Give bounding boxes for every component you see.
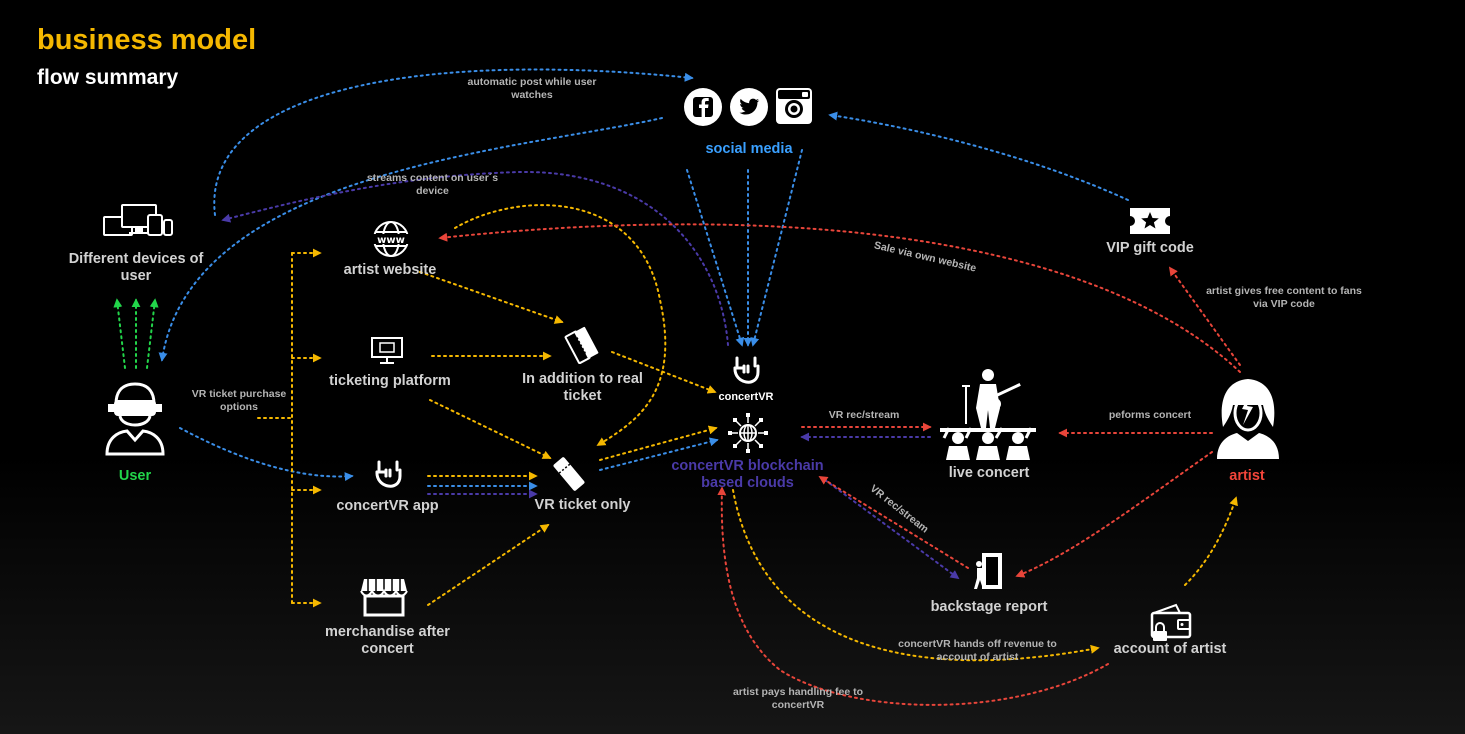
backstage-door-icon xyxy=(974,553,1002,589)
label-handling-fee: artist pays handling fee to concertVR xyxy=(732,686,864,711)
edge-auto-post xyxy=(213,68,694,216)
node-vip-gift-code: VIP gift code xyxy=(1106,240,1194,256)
node-vr-ticket-only: VR ticket only xyxy=(534,497,631,513)
node-concertvr-app: concertVR app xyxy=(336,498,439,514)
node-blockchain-cloud: concertVR blockchain based clouds xyxy=(671,458,824,492)
twitter-icon[interactable] xyxy=(729,87,769,127)
facebook-icon[interactable] xyxy=(683,87,723,127)
node-backstage-report: backstage report xyxy=(930,599,1048,615)
node-live-concert: live concert xyxy=(948,465,1030,481)
edge-vr-to-cloud-yellow xyxy=(599,425,718,461)
node-devices: Different devices of user xyxy=(68,251,204,285)
edge-ticketing-to-vr xyxy=(429,399,552,459)
label-auto-post: automatic post while user watches xyxy=(467,76,597,101)
store-icon[interactable] xyxy=(360,577,408,617)
concertvr-logo-icon xyxy=(733,356,760,384)
edge-fb-to-cloud xyxy=(686,169,745,347)
edge-handling-fee xyxy=(717,486,1109,706)
node-social-media: social media xyxy=(705,141,793,157)
edge-website-to-real xyxy=(419,271,564,324)
edge-vip-to-social xyxy=(828,111,1129,201)
node-real-ticket: In addition to real ticket xyxy=(522,371,643,405)
edge-account-to-artist xyxy=(1184,496,1238,586)
edge-backstage-to-cloud xyxy=(818,476,969,569)
node-artist: artist xyxy=(1229,468,1265,484)
edge-hands-off xyxy=(732,489,1100,662)
edge-purchase-trunk xyxy=(257,252,293,604)
edge-cloud-to-backstage-purple xyxy=(824,479,960,580)
monitor-ticket-icon[interactable] xyxy=(370,336,404,366)
edge-cloud-to-devices xyxy=(221,170,729,346)
edge-social-to-user xyxy=(158,117,663,362)
edge-vrticket-to-cloud-blue xyxy=(599,437,719,471)
label-streams-content: streams content on user´s device xyxy=(366,172,499,197)
node-merchandise: merchandise after concert xyxy=(325,624,450,658)
node-user: User xyxy=(118,468,152,484)
concertvr-logo-text: concertVR xyxy=(718,391,774,403)
vip-ticket-icon[interactable] xyxy=(1128,206,1172,236)
www-icon[interactable]: www xyxy=(372,220,410,258)
edge-user-devices-3 xyxy=(146,298,159,369)
edge-real-to-cloud xyxy=(611,351,717,394)
instagram-icon[interactable] xyxy=(775,87,813,125)
label-hands-off-revenue: concertVR hands off revenue to account o… xyxy=(898,638,1057,663)
vr-ticket-icon xyxy=(553,457,585,491)
node-account-of-artist: account of artist xyxy=(1113,641,1227,657)
vr-user-icon xyxy=(105,382,165,456)
artist-icon xyxy=(1217,379,1279,459)
edge-ig-to-cloud xyxy=(750,149,803,347)
page-subtitle: flow summary xyxy=(37,66,179,89)
edge-sale-own-website xyxy=(438,223,1241,373)
double-ticket-icon xyxy=(564,326,599,364)
label-vr-rec-stream-1: VR rec/stream xyxy=(828,409,900,421)
devices-icon xyxy=(103,204,173,236)
edge-user-to-app xyxy=(179,427,354,482)
edge-merch-to-vr xyxy=(427,524,550,606)
live-concert-icon xyxy=(940,369,1036,460)
svg-text:www: www xyxy=(377,235,405,246)
label-purchase-options: VR ticket purchase options xyxy=(191,388,287,413)
node-artist-website: artist website xyxy=(343,262,437,278)
blockchain-network-icon xyxy=(728,413,768,453)
rock-hand-icon[interactable] xyxy=(372,458,404,494)
page-title: business model xyxy=(37,24,257,56)
edge-website-loop xyxy=(454,204,667,446)
node-ticketing-platform: ticketing platform xyxy=(329,373,451,389)
edge-artist-to-backstage xyxy=(1015,451,1213,578)
edge-user-devices-1 xyxy=(113,298,126,369)
label-performs-concert: peforms concert xyxy=(1108,409,1192,421)
wallet-lock-icon xyxy=(1150,603,1192,641)
edge-artist-to-vip xyxy=(1168,266,1241,366)
label-free-content: artist gives free content to fans via VI… xyxy=(1206,285,1362,310)
